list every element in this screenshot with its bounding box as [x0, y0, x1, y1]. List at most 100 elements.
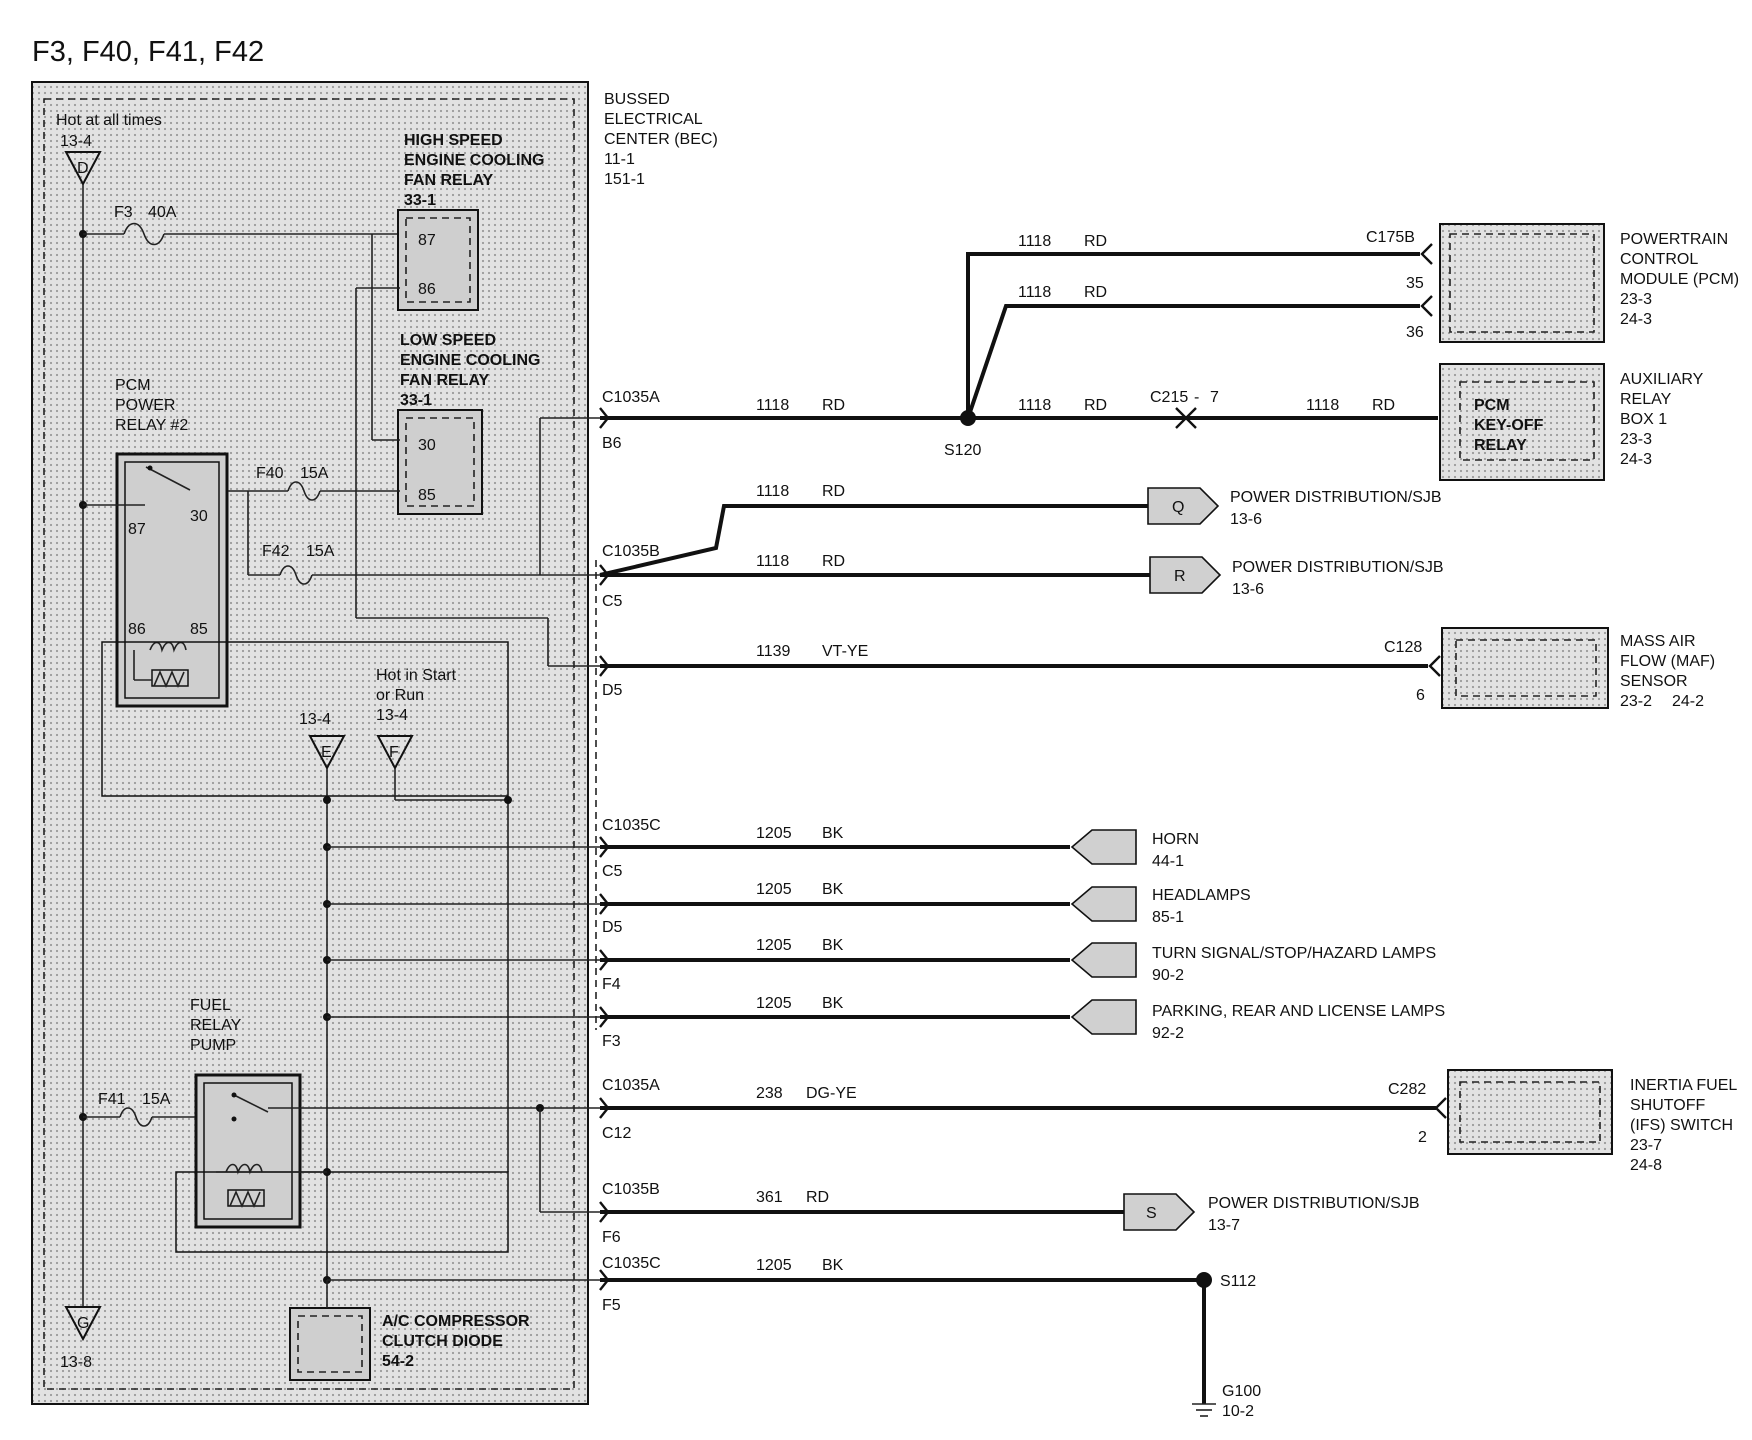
svg-text:151-1: 151-1: [604, 171, 645, 188]
svg-text:LOW SPEED: LOW SPEED: [400, 332, 496, 349]
svg-text:F4: F4: [602, 976, 621, 993]
svg-text:INERTIA FUEL: INERTIA FUEL: [1630, 1077, 1737, 1094]
svg-text:1205: 1205: [756, 995, 792, 1012]
svg-text:-: -: [1194, 389, 1199, 406]
svg-text:1118: 1118: [1018, 397, 1051, 414]
svg-text:RELAY: RELAY: [1620, 391, 1672, 408]
svg-text:ENGINE COOLING: ENGINE COOLING: [404, 152, 544, 169]
svg-text:RD: RD: [1372, 397, 1395, 414]
connector-d5-maf: D5: [599, 655, 623, 699]
svg-text:Hot at all times: Hot at all times: [56, 112, 162, 129]
svg-text:87: 87: [128, 521, 146, 538]
destination-headlamps: HEADLAMPS 85-1: [1070, 886, 1251, 926]
svg-text:1118: 1118: [1018, 284, 1051, 301]
svg-text:or Run: or Run: [376, 687, 424, 704]
svg-text:6: 6: [1416, 687, 1425, 704]
svg-text:G: G: [77, 1315, 89, 1332]
svg-text:86: 86: [418, 281, 436, 298]
destination-q: Q POWER DISTRIBUTION/SJB 13-6: [1147, 487, 1442, 528]
svg-text:RD: RD: [822, 397, 845, 414]
svg-text:13-4: 13-4: [60, 133, 92, 150]
svg-text:23-2: 23-2: [1620, 693, 1652, 710]
svg-text:RD: RD: [1084, 397, 1107, 414]
svg-text:1205: 1205: [756, 937, 792, 954]
svg-text:85-1: 85-1: [1152, 909, 1184, 926]
svg-text:C128: C128: [1384, 639, 1422, 656]
svg-text:HIGH SPEED: HIGH SPEED: [404, 132, 503, 149]
svg-text:1118: 1118: [1306, 397, 1339, 414]
switch-inertia-fuel-shutoff: INERTIA FUEL SHUTOFF (IFS) SWITCH 23-7 2…: [1447, 1069, 1737, 1174]
svg-text:92-2: 92-2: [1152, 1025, 1184, 1042]
svg-text:23-3: 23-3: [1620, 431, 1652, 448]
ac-compressor-clutch-diode: A/C COMPRESSOR CLUTCH DIODE 54-2: [289, 1307, 530, 1381]
relay-fuel-pump: FUEL RELAY PUMP: [190, 997, 302, 1229]
svg-text:G100: G100: [1222, 1383, 1261, 1400]
svg-text:13-8: 13-8: [60, 1354, 92, 1371]
svg-text:BK: BK: [822, 995, 844, 1012]
destination-horn: HORN 44-1: [1070, 829, 1199, 870]
svg-text:1118: 1118: [756, 397, 789, 414]
svg-text:FAN RELAY: FAN RELAY: [404, 172, 494, 189]
svg-text:CENTER (BEC): CENTER (BEC): [604, 131, 718, 148]
connector-c128: C128 6: [1384, 639, 1441, 704]
svg-text:23-7: 23-7: [1630, 1137, 1662, 1154]
svg-text:1205: 1205: [756, 825, 792, 842]
svg-text:R: R: [1174, 568, 1186, 585]
ground-source-g: G 13-8: [60, 1306, 102, 1371]
svg-text:15A: 15A: [306, 543, 335, 560]
svg-text:54-2: 54-2: [382, 1353, 414, 1370]
svg-text:24-8: 24-8: [1630, 1157, 1662, 1174]
svg-text:SENSOR: SENSOR: [1620, 673, 1688, 690]
svg-text:TURN SIGNAL/STOP/HAZARD LAMPS: TURN SIGNAL/STOP/HAZARD LAMPS: [1152, 945, 1436, 962]
svg-text:S112: S112: [1220, 1273, 1256, 1290]
svg-text:C12: C12: [602, 1125, 631, 1142]
relay-sub-box: [101, 641, 509, 797]
relay-low-speed-fan: LOW SPEED ENGINE COOLING FAN RELAY 33-1 …: [397, 332, 540, 515]
svg-text:FUEL: FUEL: [190, 997, 231, 1014]
svg-text:F3: F3: [114, 204, 133, 221]
svg-text:13-6: 13-6: [1230, 511, 1262, 528]
destination-s: S POWER DISTRIBUTION/SJB 13-7: [1123, 1193, 1420, 1234]
svg-text:85: 85: [190, 621, 208, 638]
module-auxiliary-relay-box: PCM KEY-OFF RELAY AUXILIARY RELAY BOX 1 …: [1439, 363, 1704, 481]
svg-text:AUXILIARY: AUXILIARY: [1620, 371, 1704, 388]
svg-text:C1035A: C1035A: [602, 389, 660, 406]
svg-text:CLUTCH DIODE: CLUTCH DIODE: [382, 1333, 503, 1350]
svg-text:POWER DISTRIBUTION/SJB: POWER DISTRIBUTION/SJB: [1208, 1195, 1420, 1212]
svg-text:FAN RELAY: FAN RELAY: [400, 372, 490, 389]
svg-text:SHUTOFF: SHUTOFF: [1630, 1097, 1705, 1114]
svg-text:F: F: [389, 744, 399, 761]
svg-text:87: 87: [418, 232, 436, 249]
svg-text:2: 2: [1418, 1129, 1427, 1146]
svg-text:85: 85: [418, 487, 436, 504]
svg-text:1118: 1118: [756, 553, 789, 570]
svg-text:C282: C282: [1388, 1081, 1426, 1098]
svg-text:ENGINE COOLING: ENGINE COOLING: [400, 352, 540, 369]
hot-at-all-times-source: Hot at all times 13-4 D: [56, 112, 162, 187]
svg-text:44-1: 44-1: [1152, 853, 1184, 870]
svg-text:C1035B: C1035B: [602, 543, 660, 560]
svg-text:F6: F6: [602, 1229, 621, 1246]
svg-text:24-2: 24-2: [1672, 693, 1704, 710]
svg-text:F3: F3: [602, 1033, 621, 1050]
svg-text:24-3: 24-3: [1620, 451, 1652, 468]
svg-text:13-4: 13-4: [299, 711, 331, 728]
svg-text:BK: BK: [822, 1257, 844, 1274]
svg-text:BUSSED: BUSSED: [604, 91, 670, 108]
svg-text:F5: F5: [602, 1297, 621, 1314]
svg-text:D5: D5: [602, 919, 623, 936]
svg-text:ELECTRICAL: ELECTRICAL: [604, 111, 703, 128]
svg-text:POWERTRAIN: POWERTRAIN: [1620, 231, 1728, 248]
svg-text:10-2: 10-2: [1222, 1403, 1254, 1420]
svg-text:15A: 15A: [142, 1091, 171, 1108]
svg-text:VT-YE: VT-YE: [822, 643, 868, 660]
svg-text:Hot in Start: Hot in Start: [376, 667, 457, 684]
svg-text:RD: RD: [1084, 284, 1107, 301]
bec-panel: [31, 81, 589, 1405]
svg-text:MASS AIR: MASS AIR: [1620, 633, 1696, 650]
svg-text:RELAY #2: RELAY #2: [115, 417, 188, 434]
svg-text:238: 238: [756, 1085, 783, 1102]
fuse-f42: F42 15A: [262, 543, 600, 585]
svg-text:A/C COMPRESSOR: A/C COMPRESSOR: [382, 1313, 530, 1330]
